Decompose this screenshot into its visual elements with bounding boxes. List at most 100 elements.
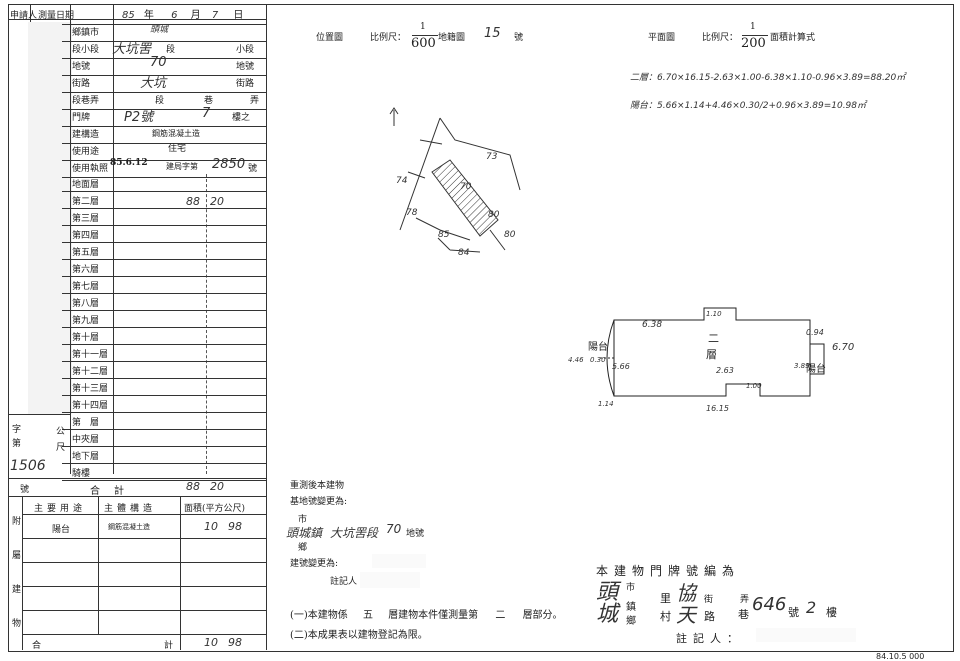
row-unit-permit: 建局字第 [166,162,198,171]
row-value-lot: 70 [150,55,167,70]
floor-label: 第二層 [72,197,100,207]
floor-row-line [62,191,266,192]
area-split [206,174,208,474]
floor-label: 中夾層 [72,435,100,445]
table-row-line [62,109,266,110]
note-remeasure: 重測後本建物 [290,481,345,491]
row-value-door: P2號 [124,110,154,125]
month-unit: 月 [190,10,201,21]
redaction-bldg [372,554,426,568]
row-value-town: 頭城 [150,25,169,35]
note-town: 頭城鎮 [286,526,323,540]
floor-label: 第十層 [72,333,100,343]
attach-row-line [22,562,266,563]
plan-title: 平面圖 [648,33,676,43]
plan-scale-bar [742,35,768,36]
location-scale-den: 600 [411,36,436,51]
location-scale-bar [412,35,438,36]
attach-total-label: 合 [32,641,42,651]
attach-col1-line [98,496,99,634]
addr-li: 里 [660,592,671,605]
addr-floor: 2 [806,598,817,617]
date-label: 測量日期 [38,11,75,21]
floor-label: 第十四層 [72,401,109,411]
plan-scale-num: 1 [750,22,756,32]
attach-header-struct: 主體構造 [104,504,157,514]
note-lot-label: 地號 [406,529,425,539]
floor-row-line [62,395,266,396]
floor-row-line [62,293,266,294]
location-map-unit: 號 [514,33,524,43]
location-map-sketch [389,107,521,253]
attach-row-struct: 鋼筋混凝土造 [108,523,150,531]
redaction-addr [756,628,856,642]
addr-jie: 街 [704,595,714,605]
plan-balcony-left: 陽台 [588,342,608,353]
addr-zhen: 鎮 [626,602,636,613]
value-column [113,4,114,474]
row-label-permit: 使用執照 [72,164,109,174]
table-row-line [62,126,266,127]
stamp-date: 84.10.5 000 [876,652,925,661]
row-label-lane: 段巷弄 [72,96,100,106]
floor-label: 地面層 [72,180,100,190]
attach-top-line [8,496,266,497]
dim-263: 2.63 [716,366,734,375]
attach-col2-line [180,496,181,650]
parcel-73: 73 [486,152,498,162]
plan-calc-line1: 二層：6.70×16.15-2.63×1.00-6.38×1.10-0.96×3… [630,73,906,83]
table-row-line [62,24,266,25]
row-label-lot: 地號 [72,62,91,72]
row-unit3-lane: 弄 [250,96,260,106]
table-row-line [62,143,266,144]
floor-row-line [62,276,266,277]
floor-row-line [62,225,266,226]
side-di: 第 [12,439,22,449]
date-row-line [8,19,266,20]
attach-total-line [22,634,266,635]
floor-label: 第六層 [72,265,100,275]
total-area-dec: 20 [210,480,224,493]
table-row-line [62,92,266,93]
floor2-area-int: 88 [186,195,200,208]
attach-row-use: 陽台 [52,525,71,535]
plan-calc-line2: 陽台：5.66×1.14+4.46×0.30/2+0.96×3.89=10.98… [630,101,867,111]
row-unit-lot: 地號 [236,62,255,72]
row-label-street: 街路 [72,79,91,89]
plan-floor-bottom: 層 [706,348,717,361]
attach-total-int: 10 [204,636,218,649]
attach-row-area-dec: 98 [228,520,242,533]
total-row-line [8,478,266,479]
dim-638: 6.38 [642,320,663,330]
attach-row-area-int: 10 [204,520,218,533]
side-number: 1506 [10,458,46,474]
attach-header-area: 面積(平方公尺) [184,504,246,514]
day-unit: 日 [233,10,244,21]
floor-label: 第九層 [72,316,100,326]
note-lot: 70 [386,522,402,536]
attach-side-label: 屬 [12,551,22,561]
floor-label: 地下層 [72,452,100,462]
location-map-num: 15 [484,26,501,41]
label-column [70,4,71,474]
table-row-line [62,41,266,42]
addr-xiang: 鄉 [626,616,636,627]
attach-header-line [22,514,266,515]
side-chi: 尺 [56,443,66,453]
dim-566: 5.66 [612,362,630,371]
row-value-section: 大坑罟 [112,42,152,57]
note-bldg-change: 建號變更為: [290,559,339,569]
row-unit-lane: 段 [155,96,165,106]
addr-hao: 號 [788,606,799,619]
year-unit: 年 [143,10,154,21]
note-city: 市 [298,515,308,525]
row-value-permit: 85.6.12 [110,158,148,168]
floor-label: 第五層 [72,248,100,258]
location-scale-num: 1 [420,22,426,32]
dim-094: 0.94 [806,328,824,337]
addr-nong: 弄 [740,595,750,605]
side-hao: 號 [20,485,30,495]
parcel-84: 84 [458,248,470,258]
note-line1: (一)本建物係 五 層建物本件僅測量第 二 層部分。 [290,606,563,621]
side-zi: 字 [12,425,22,435]
